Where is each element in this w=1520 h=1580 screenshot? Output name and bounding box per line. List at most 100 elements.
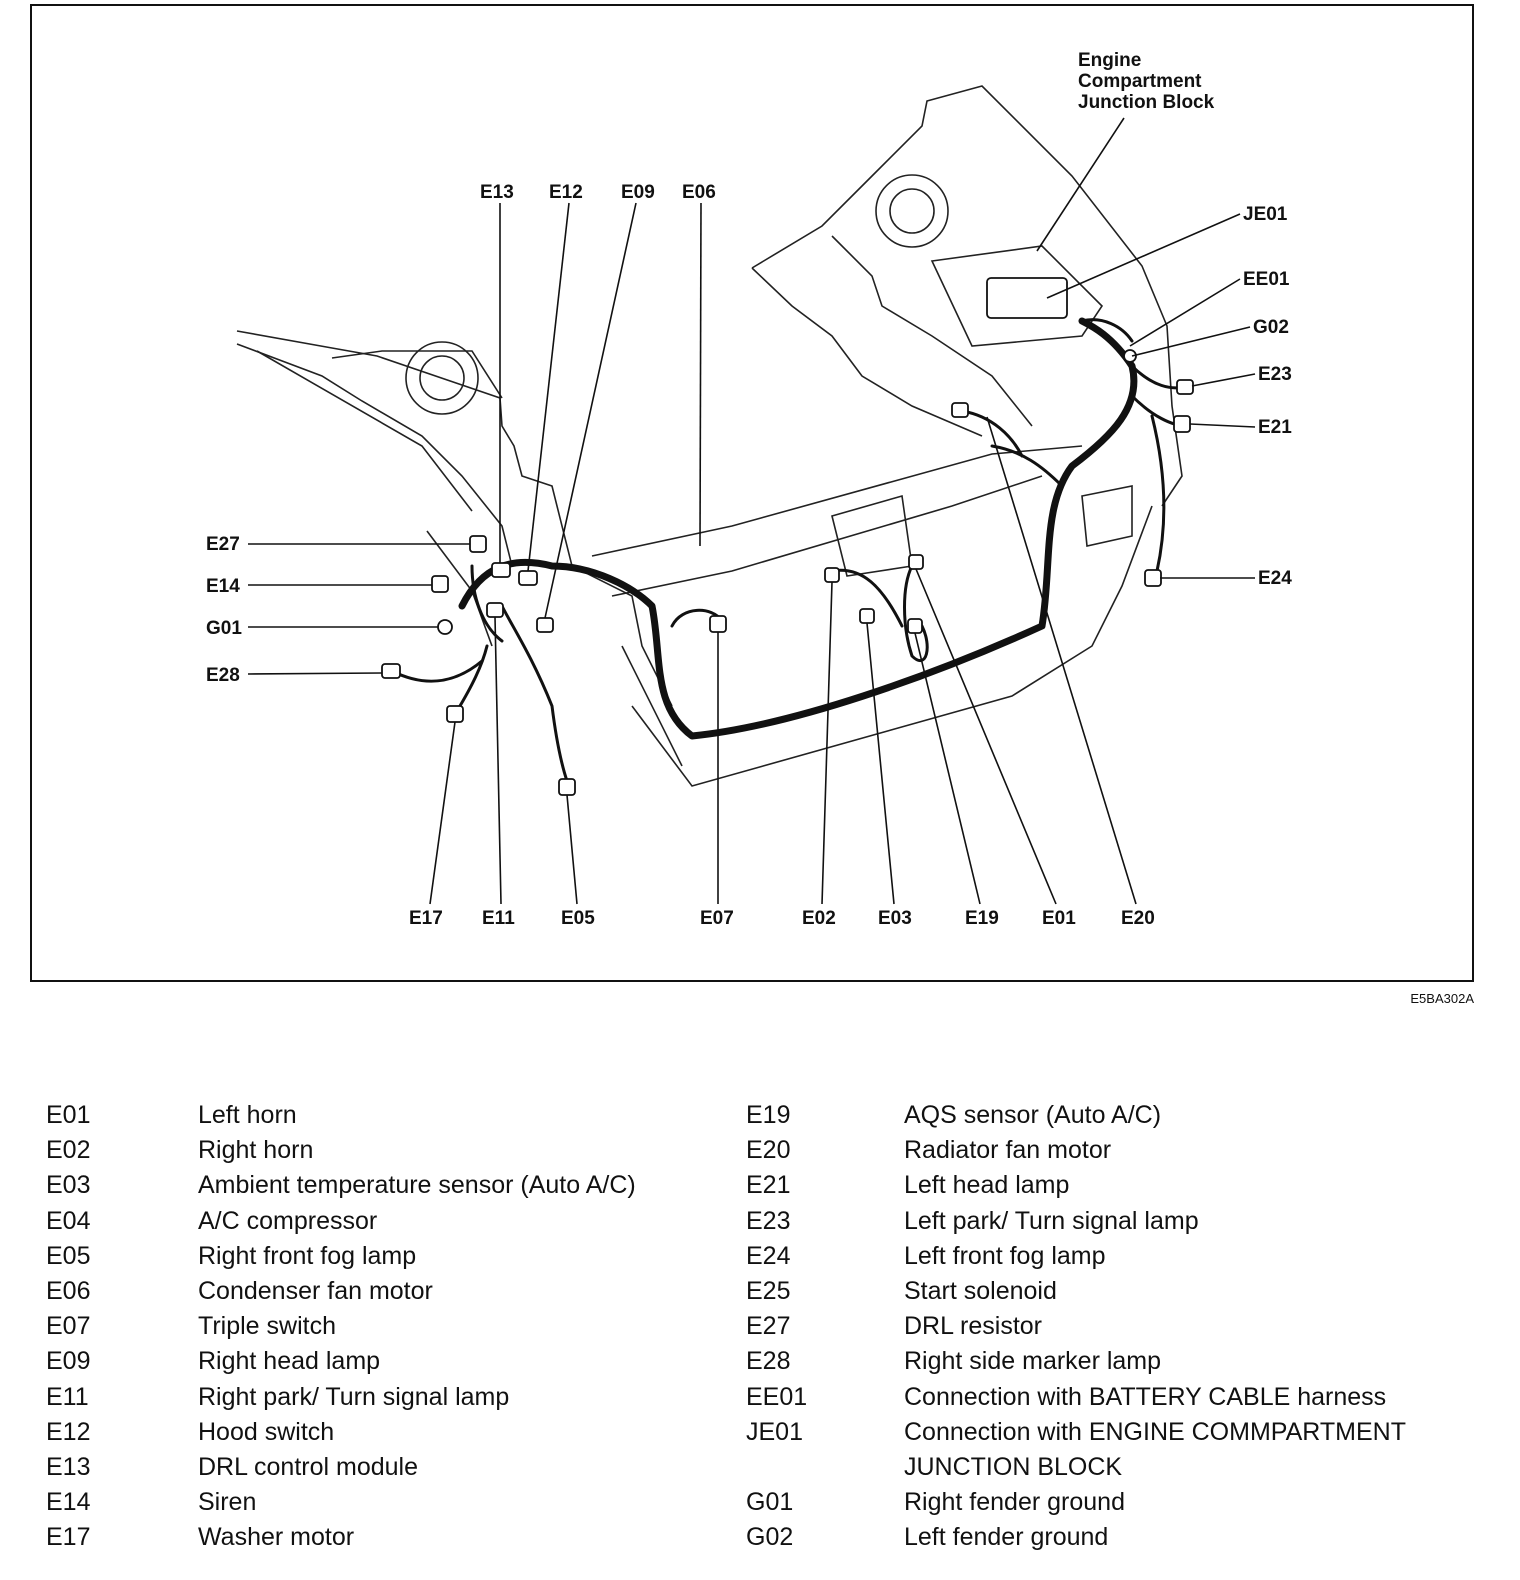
callout-e12: E12 [549,182,583,203]
connector-e14 [431,575,449,593]
legend-code: E17 [46,1523,91,1552]
callout-e01: E01 [1042,908,1076,929]
connector-e02 [824,567,840,583]
legend-code: E28 [746,1347,791,1376]
legend-code: E06 [46,1276,91,1305]
legend-code: E05 [46,1241,91,1270]
legend-code: E04 [46,1206,91,1235]
legend-code: E11 [46,1382,89,1411]
connector-e03 [859,608,875,624]
legend-description: Ambient temperature sensor (Auto A/C) [198,1171,636,1200]
legend-description: Right park/ Turn signal lamp [198,1382,510,1411]
connector-e21 [1173,415,1191,433]
callout-e09: E09 [621,182,655,203]
legend-code: E14 [46,1488,91,1517]
callout-e21: E21 [1258,417,1292,438]
connector-e07 [709,615,727,633]
callout-e14: E14 [206,576,240,597]
connector-e24 [1144,569,1162,587]
engine-harness-diagram: Engine Compartment Junction Block E13 E1… [206,50,1292,929]
legend-code: G01 [746,1488,794,1517]
connector-e20 [951,402,969,418]
callout-je01: JE01 [1243,204,1288,225]
legend-description: Start solenoid [904,1276,1057,1305]
connector-e12 [518,570,538,586]
callout-e27: E27 [206,534,240,555]
legend-code: E19 [746,1101,791,1129]
legend-code: E27 [746,1312,791,1341]
connector-e01 [908,554,924,570]
callout-g02: G02 [1253,317,1289,338]
callout-e06: E06 [682,182,716,203]
legend-code: EE01 [746,1382,808,1411]
legend-description: Radiator fan motor [904,1136,1112,1165]
callout-e03: E03 [878,908,912,929]
callout-e20: E20 [1121,908,1155,929]
callout-e28: E28 [206,665,240,686]
legend-description: Connection with BATTERY CABLE harness [904,1382,1387,1411]
callout-e17: E17 [409,908,443,929]
leader-lines [247,117,1256,905]
legend-code: E07 [46,1312,91,1341]
connector-e09 [536,617,554,633]
ground-g01-symbol [437,619,453,635]
legend-code: E23 [746,1206,791,1235]
legend-code: G02 [746,1523,794,1552]
legend-description: Triple switch [198,1312,336,1341]
legend-description: AQS sensor (Auto A/C) [904,1101,1162,1129]
legend-description: Left head lamp [904,1171,1070,1200]
connector-e27 [469,535,487,553]
junction-block-je01 [986,277,1068,319]
connector-e05 [558,778,576,796]
junction-block-label-line-1: Engine [1078,50,1141,71]
legend-description: DRL resistor [904,1312,1042,1341]
connectors [381,277,1194,796]
connector-e23 [1176,379,1194,395]
wiring-harness [390,317,1189,783]
legend-description: Right horn [198,1136,314,1165]
legend-description: Right head lamp [198,1347,381,1376]
callout-e23: E23 [1258,364,1292,385]
legend-description: A/C compressor [198,1206,378,1235]
legend-description: Hood switch [198,1417,335,1446]
legend-description: JUNCTION BLOCK [904,1452,1123,1481]
ground-g02-symbol [1123,349,1137,363]
legend-code: E24 [746,1241,791,1270]
legend-code: E03 [46,1171,91,1200]
legend-code: E02 [46,1136,91,1165]
legend-description: Right fender ground [904,1488,1125,1517]
callout-labels: Engine Compartment Junction Block E13 E1… [206,50,1292,929]
legend-description: Right front fog lamp [198,1241,417,1270]
legend-code: E01 [46,1101,91,1129]
legend-description: Siren [198,1488,257,1517]
legend-description: Left horn [198,1101,297,1129]
legend-code: E12 [46,1417,91,1446]
legend-description: Left fender ground [904,1523,1109,1552]
legend-code: E20 [746,1136,791,1165]
legend-code: E09 [46,1347,91,1376]
legend-description: Condenser fan motor [198,1276,433,1305]
callout-e13: E13 [480,182,514,203]
legend-description: Connection with ENGINE COMMPARTMENT [904,1417,1406,1446]
connector-e13 [491,562,511,578]
legend-code: E13 [46,1452,91,1481]
legend-description: Washer motor [198,1523,355,1552]
figure-code: E5BA302A [1410,991,1474,1006]
junction-block-label-line-3: Junction Block [1078,92,1215,113]
connector-e19 [907,618,923,634]
callout-e19: E19 [965,908,999,929]
wiring-diagram-frame: Engine Compartment Junction Block E13 E1… [30,4,1474,982]
connector-e17 [446,705,464,723]
callout-e07: E07 [700,908,734,929]
legend-description: Left front fog lamp [904,1241,1106,1270]
legend-code: E21 [746,1171,791,1200]
connector-e28 [381,663,401,679]
callout-e24: E24 [1258,568,1292,589]
junction-block-label-line-2: Compartment [1078,71,1202,92]
callout-g01: G01 [206,618,242,639]
legend-code: JE01 [746,1417,803,1446]
callout-e11: E11 [482,908,515,929]
legend-description: Left park/ Turn signal lamp [904,1206,1199,1235]
legend-code: E25 [746,1276,791,1305]
callout-e05: E05 [561,908,595,929]
